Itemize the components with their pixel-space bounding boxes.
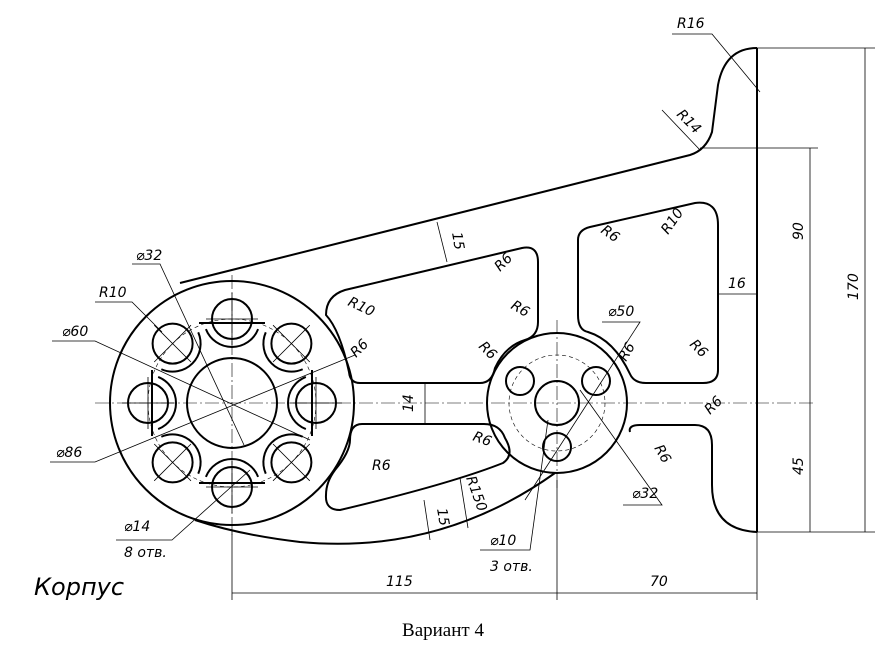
label-r10: R10 xyxy=(345,294,377,320)
label-gap-14: 14 xyxy=(401,394,417,412)
hole-center-mark xyxy=(272,443,311,482)
hole-center-mark xyxy=(153,443,192,482)
hub-outer-circle-d50 xyxy=(486,332,628,474)
upper-right-window xyxy=(577,201,719,384)
upper-left-window xyxy=(324,246,539,384)
lower-right-boss xyxy=(628,424,758,533)
label-d60: ⌀60 xyxy=(62,324,88,340)
label-r6: R6 xyxy=(508,298,532,321)
hole-d10 xyxy=(581,366,611,396)
hole-d14 xyxy=(151,441,194,484)
label-r6: R6 xyxy=(686,337,711,362)
hole-scallop-r10 xyxy=(287,375,307,431)
left-hub xyxy=(109,280,355,526)
label-d86: ⌀86 xyxy=(56,445,82,461)
label-r6: R6 xyxy=(598,222,623,246)
label-holes-3: 3 отв. xyxy=(490,559,533,575)
hub-bore-d32 xyxy=(186,357,278,449)
label-45: 45 xyxy=(791,457,807,475)
hole-center-mark xyxy=(272,324,311,363)
lower-window xyxy=(324,423,511,512)
label-r10-holes: R10 xyxy=(99,285,127,301)
right-hub xyxy=(486,332,628,474)
hole-d14 xyxy=(151,322,194,365)
hole-center-mark xyxy=(290,377,342,429)
part-title: Корпус xyxy=(34,573,124,601)
label-d32-right: ⌀32 xyxy=(632,486,658,502)
hole-center-mark xyxy=(206,293,258,345)
hole-center-mark xyxy=(153,324,192,363)
hole-scallop-r10 xyxy=(262,433,304,475)
label-r16: R16 xyxy=(677,16,705,32)
hub-bore-d32 xyxy=(534,380,580,426)
hole-d14 xyxy=(270,322,313,365)
label-70: 70 xyxy=(650,574,668,590)
lower-edge-r150 xyxy=(194,472,556,545)
label-d50: ⌀50 xyxy=(608,304,634,320)
label-d10: ⌀10 xyxy=(490,533,516,549)
label-wall-15-bottom: 15 xyxy=(433,507,452,527)
label-170: 170 xyxy=(846,273,862,300)
label-r150: R150 xyxy=(462,474,490,514)
label-d14: ⌀14 xyxy=(124,519,150,535)
hole-scallop-r10 xyxy=(262,331,304,373)
hole-scallop-r10 xyxy=(204,458,260,478)
label-r14: R14 xyxy=(673,107,704,138)
dimension-lines xyxy=(50,33,875,600)
hole-scallop-r10 xyxy=(204,328,260,348)
hole-d10 xyxy=(542,432,572,462)
hole-scallop-r10 xyxy=(160,433,202,475)
label-r6: R6 xyxy=(372,458,391,474)
dimension-labels: R16 R14 15 R6 R6 R10 R6 R6 R6 R10 16 R6 … xyxy=(34,16,862,601)
label-r6: R6 xyxy=(471,429,494,450)
label-r6: R6 xyxy=(651,442,674,466)
label-rib-16: 16 xyxy=(728,276,746,292)
label-115: 115 xyxy=(386,574,413,590)
outer-contour xyxy=(179,47,758,545)
windows xyxy=(324,201,719,512)
label-r6: R6 xyxy=(702,393,727,418)
hole-d14 xyxy=(270,441,313,484)
hole-scallop-r10 xyxy=(157,375,177,431)
hole-scallop-r10 xyxy=(160,331,202,373)
variant-caption: Вариант 4 xyxy=(402,620,484,641)
hub-outer-circle-d86 xyxy=(109,280,355,526)
upper-edge xyxy=(179,47,758,284)
label-r6: R6 xyxy=(616,340,639,364)
label-r6: R6 xyxy=(348,336,373,361)
label-wall-15-top: 15 xyxy=(448,231,467,251)
label-d32-left: ⌀32 xyxy=(136,248,162,264)
hole-center-mark xyxy=(122,377,174,429)
label-90: 90 xyxy=(791,222,807,240)
hole-center-mark xyxy=(206,461,258,513)
label-holes-8: 8 отв. xyxy=(124,545,167,561)
label-r6: R6 xyxy=(475,339,500,364)
hole-d10 xyxy=(505,366,535,396)
right-bolt-circle xyxy=(508,354,606,452)
